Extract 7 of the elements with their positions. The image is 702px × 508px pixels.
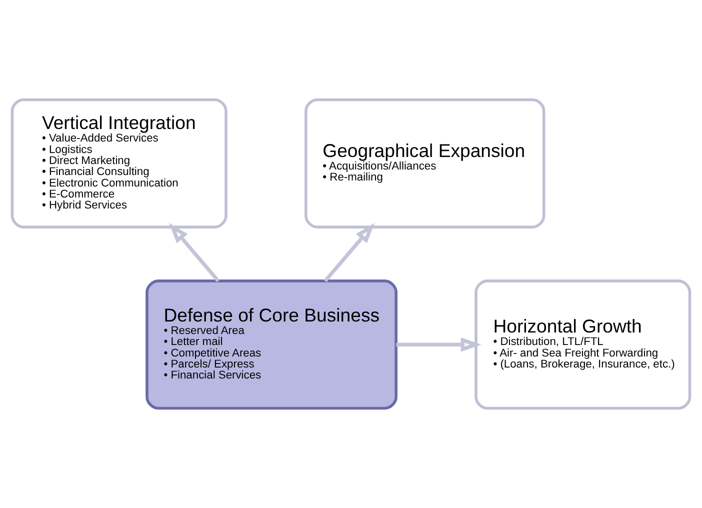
arrow: [169, 223, 220, 282]
arrow: [324, 223, 375, 282]
node-box: Geographical Expansion • Acquisitions/Alliances • Re-mailing: [304, 98, 546, 228]
node-box: Defense of Core Business • Reserved Area • Letter mail • Competitive Areas • Parcels/ Express • Financial Services: [146, 280, 398, 410]
node-box: Vertical Integration • Value-Added Services • Logistics • Direct Marketing • Financial Consulting • Electronic Communication • E-Commerce • Hybrid Services: [10, 98, 228, 228]
node-box: Horizontal Growth • Distribution, LTL/FTL • Air- and Sea Freight Forwarding • (Loans, Brokerage, Insurance, etc.): [474, 280, 692, 410]
arrow: [396, 337, 482, 352]
